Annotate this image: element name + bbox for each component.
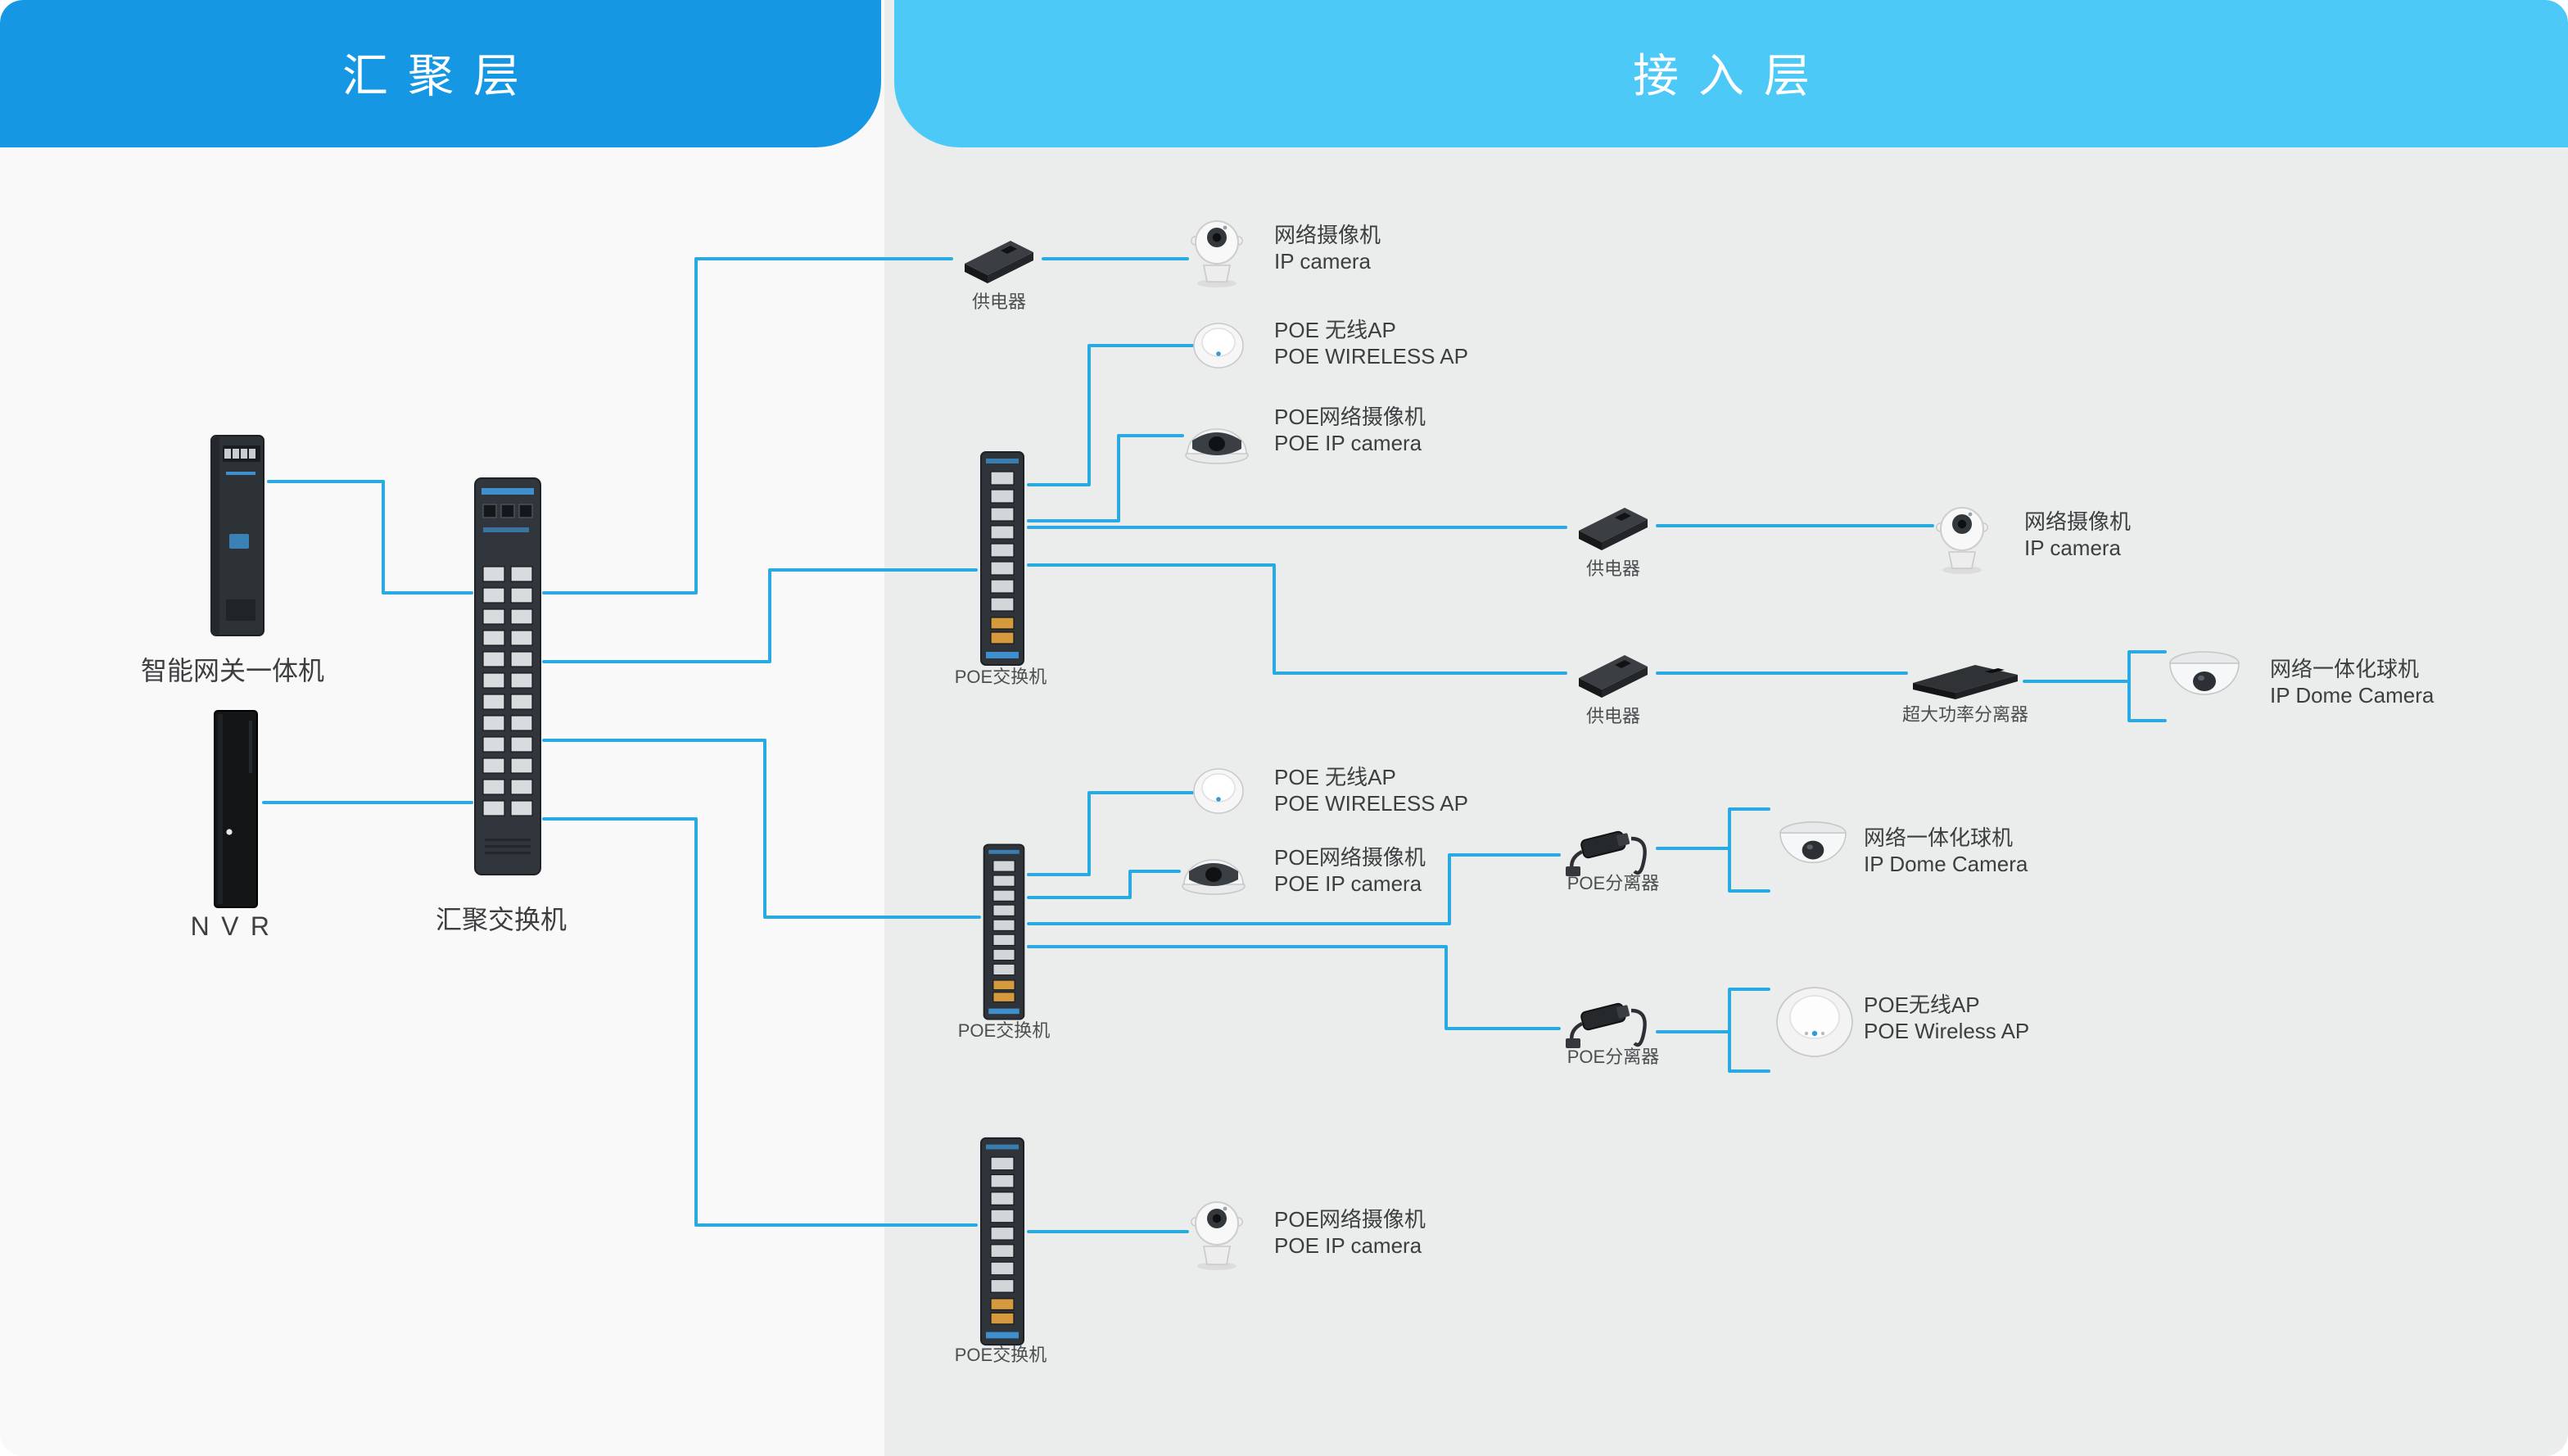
poe-camera-3-label: POE网络摄像机 POE IP camera	[1274, 1207, 1426, 1259]
poe-camera-2-label-en: POE IP camera	[1274, 871, 1422, 896]
access-header: 接入层	[894, 0, 2568, 147]
hp-splitter-label: 超大功率分离器	[1902, 706, 2028, 726]
poe-ap-2-device	[1192, 766, 1245, 816]
poe-splitter-1-label: POE分离器	[1567, 875, 1660, 894]
poe-camera-1-label-en: POE IP camera	[1274, 431, 1422, 455]
aggregation-header: 汇聚层	[0, 0, 881, 147]
injector-mid-device	[1566, 495, 1657, 557]
ip-camera-top-label-cn: 网络摄像机	[1274, 223, 1381, 247]
poe-ap-2-label: POE 无线AP POE WIRELESS AP	[1274, 765, 1468, 817]
ip-dome-right-device	[2165, 649, 2244, 717]
ip-dome-right-label-cn: 网络一体化球机	[2270, 657, 2420, 681]
poe-ap-3-label-en: POE Wireless AP	[1864, 1019, 2030, 1043]
ip-dome-right-label-en: IP Dome Camera	[2270, 683, 2435, 708]
access-title: 接入层	[1632, 51, 1829, 102]
injector-mid-label: 供电器	[1586, 560, 1640, 580]
ip-dome-mid-label-cn: 网络一体化球机	[1864, 825, 2014, 850]
poe-splitter-1-device	[1559, 816, 1657, 878]
gateway-label: 智能网关一体机	[140, 658, 324, 686]
poe-ap-3-label-cn: POE无线AP	[1864, 993, 1980, 1017]
poe-ap-2-label-cn: POE 无线AP	[1274, 765, 1396, 789]
aggregation-panel	[0, 0, 884, 1456]
poe-ap-3-device	[1774, 983, 1856, 1061]
ip-dome-right-label: 网络一体化球机 IP Dome Camera	[2270, 657, 2434, 709]
injector-top-label: 供电器	[972, 293, 1026, 313]
core-switch-label: 汇聚交换机	[435, 907, 567, 935]
poe-ap-3-label: POE无线AP POE Wireless AP	[1864, 993, 2029, 1045]
ip-camera-top-label-en: IP camera	[1274, 249, 1372, 274]
poe-splitter-2-device	[1559, 988, 1657, 1050]
ip-camera-mid-label: 网络摄像机 IP camera	[2024, 509, 2131, 562]
ip-camera-top-label: 网络摄像机 IP camera	[1274, 223, 1381, 275]
ip-dome-mid-label: 网络一体化球机 IP Dome Camera	[1864, 825, 2028, 878]
poe-camera-1-label: POE网络摄像机 POE IP camera	[1274, 405, 1426, 457]
nvr-device	[208, 708, 264, 911]
poe-switch-3-label: POE交换机	[954, 1346, 1047, 1366]
ip-dome-mid-device	[1775, 819, 1851, 884]
poe-switch-2-label: POE交换机	[957, 1022, 1051, 1042]
injector-top-device	[952, 228, 1043, 290]
poe-camera-3-device	[1187, 1196, 1246, 1271]
injector-low-device	[1566, 642, 1657, 704]
poe-camera-1-label-cn: POE网络摄像机	[1274, 405, 1426, 429]
ip-camera-top-device	[1187, 216, 1246, 288]
poe-ap-1-label-cn: POE 无线AP	[1274, 318, 1396, 342]
nvr-label: NVR	[190, 914, 282, 942]
ip-camera-mid-label-en: IP camera	[2024, 536, 2122, 560]
poe-camera-3-label-en: POE IP camera	[1274, 1233, 1422, 1258]
poe-camera-2-label: POE网络摄像机 POE IP camera	[1274, 845, 1426, 898]
poe-camera-1-device	[1182, 406, 1251, 465]
core-switch-device	[472, 475, 544, 878]
poe-camera-2-device	[1179, 837, 1248, 896]
ip-camera-mid-label-cn: 网络摄像机	[2024, 509, 2132, 534]
poe-camera-2-label-cn: POE网络摄像机	[1274, 845, 1426, 870]
injector-low-label: 供电器	[1586, 708, 1640, 727]
poe-switch-1-device	[976, 449, 1029, 668]
poe-ap-1-label: POE 无线AP POE WIRELESS AP	[1274, 318, 1468, 370]
hp-splitter-device	[1906, 658, 2024, 704]
poe-ap-1-device	[1192, 321, 1245, 370]
poe-splitter-2-label: POE分离器	[1567, 1048, 1660, 1068]
poe-ap-2-label-en: POE WIRELESS AP	[1274, 791, 1468, 816]
poe-switch-1-label: POE交换机	[954, 668, 1047, 688]
ip-camera-mid-device	[1933, 503, 1992, 575]
poe-switch-3-device	[976, 1135, 1029, 1348]
ip-dome-mid-label-en: IP Dome Camera	[1864, 852, 2028, 876]
poe-camera-3-label-cn: POE网络摄像机	[1274, 1207, 1426, 1232]
poe-ap-1-label-en: POE WIRELESS AP	[1274, 344, 1468, 369]
gateway-device	[206, 432, 269, 639]
access-panel	[884, 0, 2568, 1456]
poe-switch-2-device	[979, 842, 1029, 1022]
aggregation-title: 汇聚层	[341, 51, 539, 102]
